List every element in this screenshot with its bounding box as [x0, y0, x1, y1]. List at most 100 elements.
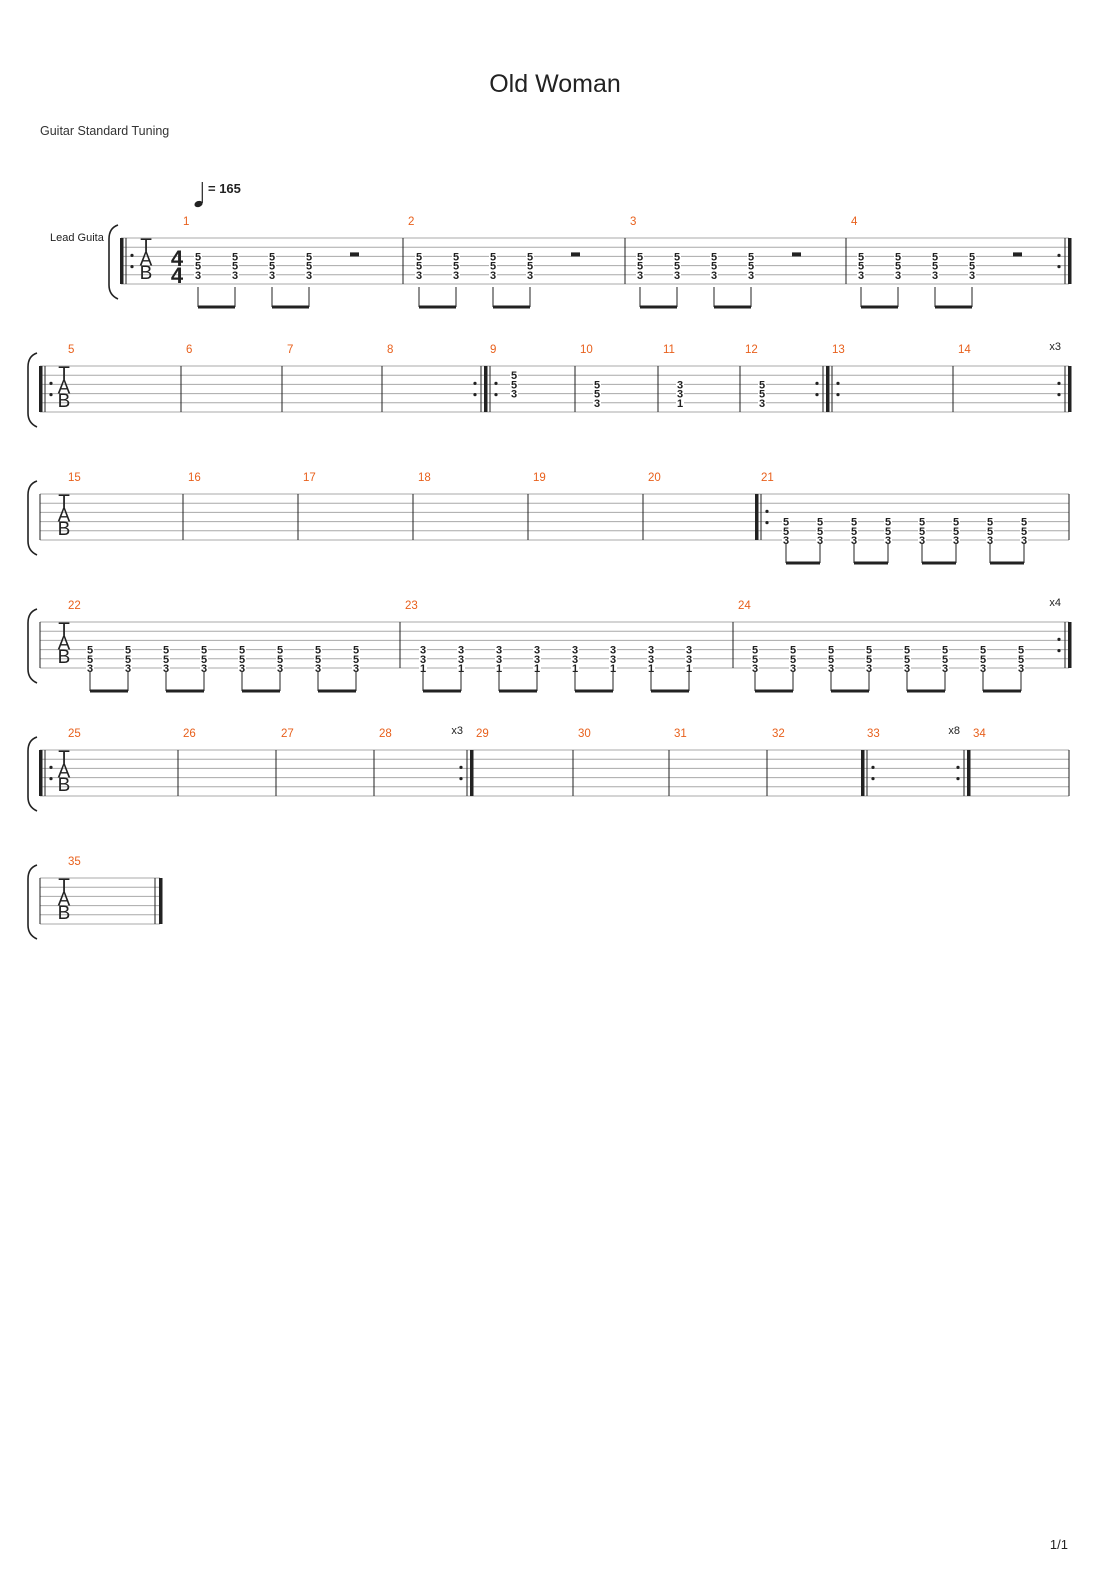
fret-bg	[979, 664, 987, 673]
fret-number: 5	[277, 645, 283, 657]
repeat-end-bar	[470, 750, 474, 796]
fret-bg	[673, 261, 681, 271]
page-number: 1/1	[1049, 1537, 1068, 1552]
fret-number: 5	[828, 654, 834, 666]
repeat-start-bar	[39, 366, 43, 412]
fret-bg	[457, 664, 465, 673]
eighth-beam	[575, 689, 613, 693]
fret-bg	[673, 270, 681, 280]
fret-bg	[231, 252, 239, 262]
repeat-start-bar	[39, 750, 43, 796]
fret-number: 5	[674, 261, 680, 273]
fret-number: 5	[748, 251, 754, 263]
fret-number: 5	[759, 379, 765, 391]
fret-number: 5	[1021, 517, 1027, 529]
eighth-beam	[755, 689, 793, 693]
eighth-beam	[166, 689, 204, 693]
fret-number: 3	[572, 645, 578, 657]
repeat-dot	[1057, 381, 1061, 385]
fret-number: 5	[711, 261, 717, 273]
fret-bg	[305, 270, 313, 280]
quarter-note-icon	[194, 200, 203, 208]
tab-clef-letter: T	[58, 364, 70, 385]
fret-number: 5	[752, 645, 758, 657]
repeat-dot	[459, 777, 463, 781]
fret-number: 5	[1021, 526, 1027, 538]
fret-bg	[276, 664, 284, 673]
repeat-end-bar	[1068, 238, 1072, 284]
fret-number: 5	[239, 654, 245, 666]
fret-number: 5	[511, 370, 517, 382]
fret-bg	[510, 371, 518, 381]
tab-clef-letter: A	[140, 250, 153, 271]
fret-number: 5	[885, 526, 891, 538]
fret-bg	[194, 270, 202, 280]
measure-number: 25	[68, 728, 81, 740]
fret-bg	[710, 270, 718, 280]
fret-bg	[162, 645, 170, 655]
fret-bg	[268, 252, 276, 262]
repeat-dot	[1057, 393, 1061, 397]
fret-bg	[751, 664, 759, 673]
fret-bg	[789, 654, 797, 664]
fret-number: 5	[851, 526, 857, 538]
fret-bg	[903, 645, 911, 655]
fret-bg	[457, 654, 465, 664]
fret-bg	[647, 654, 655, 664]
fret-bg	[609, 664, 617, 673]
repeat-count: x8	[948, 725, 960, 737]
fret-number: 1	[534, 663, 540, 675]
fret-bg	[86, 654, 94, 664]
fret-bg	[751, 645, 759, 655]
fret-number: 3	[969, 270, 975, 282]
fret-number: 5	[453, 251, 459, 263]
repeat-dot	[49, 393, 53, 397]
fret-bg	[685, 664, 693, 673]
measure-number: 30	[578, 728, 591, 740]
fret-number: 3	[458, 645, 464, 657]
repeat-dot	[459, 765, 463, 770]
fret-number: 3	[748, 270, 754, 282]
fret-number: 3	[420, 654, 426, 666]
fret-bg	[533, 664, 541, 673]
fret-bg	[918, 526, 926, 536]
fret-bg	[816, 536, 824, 545]
tab-clef-letter: T	[58, 876, 70, 897]
fret-bg	[857, 270, 865, 280]
fret-number: 5	[904, 654, 910, 666]
fret-bg	[865, 654, 873, 664]
tab-clef-letter: B	[140, 263, 153, 284]
measure-number: 3	[630, 216, 636, 228]
eighth-beam	[786, 561, 820, 565]
fret-number: 5	[932, 261, 938, 273]
fret-number: 5	[828, 645, 834, 657]
fret-number: 5	[315, 654, 321, 666]
eighth-beam	[907, 689, 945, 693]
fret-bg	[636, 270, 644, 280]
fret-number: 5	[980, 654, 986, 666]
fret-number: 1	[677, 398, 683, 410]
fret-bg	[747, 261, 755, 271]
measure-number: 13	[832, 344, 845, 356]
fret-number: 5	[895, 261, 901, 273]
fret-number: 5	[527, 251, 533, 263]
repeat-dot	[765, 509, 769, 513]
fret-bg	[850, 517, 858, 527]
fret-bg	[124, 654, 132, 664]
fret-bg	[782, 517, 790, 527]
fret-number: 5	[919, 526, 925, 538]
repeat-dot	[494, 393, 498, 397]
fret-number: 3	[711, 270, 717, 282]
fret-number: 1	[420, 663, 426, 675]
fret-number: 5	[416, 251, 422, 263]
fret-number: 5	[232, 261, 238, 273]
fret-number: 5	[987, 526, 993, 538]
fret-bg	[952, 526, 960, 536]
repeat-dot	[1057, 637, 1061, 642]
final-barline	[159, 878, 163, 924]
fret-number: 3	[895, 270, 901, 282]
fret-number: 1	[686, 663, 692, 675]
